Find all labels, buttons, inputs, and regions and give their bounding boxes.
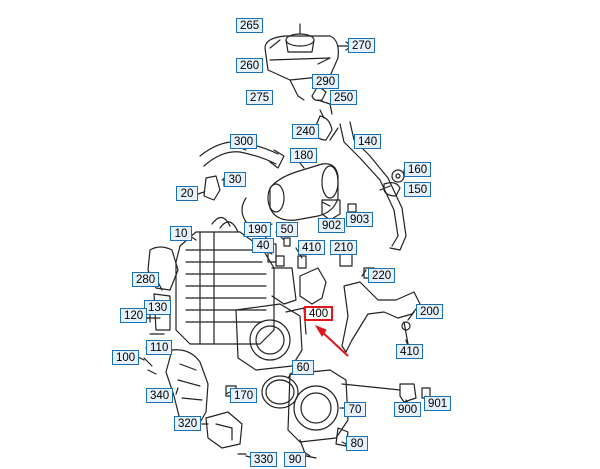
part-callout-260[interactable]: 260	[236, 58, 264, 73]
part-callout-20[interactable]: 20	[176, 186, 198, 201]
part-callout-901[interactable]: 901	[424, 396, 452, 411]
part-callout-240[interactable]: 240	[292, 124, 320, 139]
part-callout-320[interactable]: 320	[174, 416, 202, 431]
part-callout-130[interactable]: 130	[144, 300, 172, 315]
part-callout-410[interactable]: 410	[298, 240, 326, 255]
part-callout-180[interactable]: 180	[290, 148, 318, 163]
part-callout-30[interactable]: 30	[224, 172, 246, 187]
part-callout-290[interactable]: 290	[312, 74, 340, 89]
part-callout-330[interactable]: 330	[250, 452, 278, 467]
highlight-arrow	[314, 324, 349, 357]
part-callout-10[interactable]: 10	[170, 226, 192, 241]
intercooler-drawing	[147, 216, 297, 345]
part-callout-160[interactable]: 160	[404, 162, 432, 177]
part-callout-902[interactable]: 902	[318, 218, 346, 233]
part-callout-90[interactable]: 90	[284, 452, 306, 467]
part-callout-150[interactable]: 150	[404, 182, 432, 197]
part-callout-900[interactable]: 900	[394, 402, 422, 417]
part-callout-275[interactable]: 275	[246, 90, 274, 105]
part-callout-400-highlighted[interactable]: 400	[304, 306, 334, 321]
part-callout-50[interactable]: 50	[276, 222, 298, 237]
part-callout-170[interactable]: 170	[230, 388, 258, 403]
part-callout-903[interactable]: 903	[346, 212, 374, 227]
part-callout-300[interactable]: 300	[230, 134, 258, 149]
part-callout-250[interactable]: 250	[330, 90, 358, 105]
part-callout-280[interactable]: 280	[132, 272, 160, 287]
part-callout-210[interactable]: 210	[330, 240, 358, 255]
throttle-body-drawing	[235, 303, 307, 371]
part-callout-200[interactable]: 200	[416, 304, 444, 319]
expansion-tank-cap-drawing	[264, 23, 339, 101]
part-callout-40[interactable]: 40	[252, 238, 274, 253]
part-callout-220[interactable]: 220	[368, 268, 396, 283]
part-callout-265[interactable]: 265	[236, 18, 264, 33]
part-callout-190[interactable]: 190	[244, 222, 272, 237]
part-callout-100[interactable]: 100	[112, 350, 140, 365]
part-callout-80[interactable]: 80	[346, 436, 368, 451]
part-callout-60[interactable]: 60	[292, 360, 314, 375]
part-callout-140[interactable]: 140	[354, 134, 382, 149]
part-callout-70[interactable]: 70	[344, 402, 366, 417]
part-callout-340[interactable]: 340	[146, 388, 174, 403]
part-callout-410-lower[interactable]: 410	[396, 344, 424, 359]
part-callout-120[interactable]: 120	[120, 308, 148, 323]
part-callout-270[interactable]: 270	[348, 38, 376, 53]
part-callout-110[interactable]: 110	[146, 340, 173, 355]
